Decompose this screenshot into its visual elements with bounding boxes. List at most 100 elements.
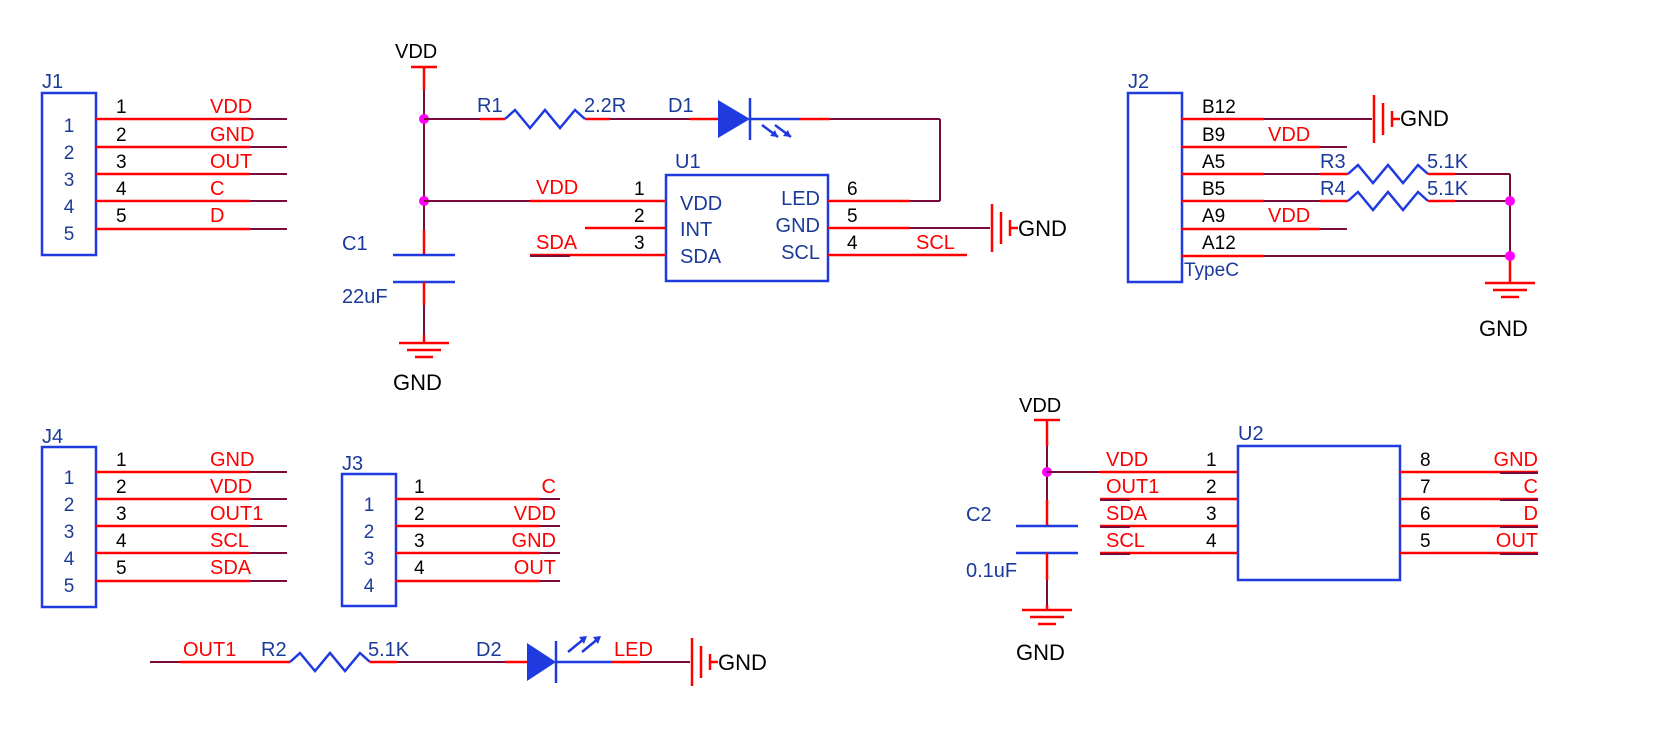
gnd-symbol-j2 (1485, 281, 1535, 299)
r3-ref: R3 (1320, 151, 1346, 173)
d1-ref: D1 (668, 95, 694, 117)
j4-net-5: SDA (210, 557, 252, 579)
r2-body (289, 651, 371, 673)
d2-body (527, 643, 556, 681)
u1-net-scl: SCL (916, 232, 955, 254)
j4-ref: J4 (42, 426, 63, 448)
j1-net-2: GND (210, 124, 254, 146)
u1-net-sda: SDA (536, 232, 578, 254)
j1-pin-3: 3 (116, 152, 127, 173)
j1-inner-5: 5 (64, 224, 75, 245)
j2-pin-b12: B12 (1202, 97, 1236, 118)
u1-pin-5: 5 (847, 206, 858, 227)
j4-pin-2: 2 (116, 477, 127, 498)
j4-inner-3: 3 (64, 522, 75, 543)
j3-pin-4: 4 (414, 558, 425, 579)
u2-net-c: C (1524, 476, 1538, 498)
u1-pin-name-int: INT (680, 219, 712, 241)
j3-ref: J3 (342, 453, 363, 475)
u2-ref: U2 (1238, 423, 1264, 445)
u2-net-out1: OUT1 (1106, 476, 1159, 498)
j1-pin-2: 2 (116, 125, 127, 146)
j2-pin-a5: A5 (1202, 152, 1225, 173)
j1-pin-4: 4 (116, 179, 127, 200)
connector-j4: J4 1 2 3 4 5 1 2 3 4 5 GND VDD OUT1 SCL … (40, 426, 287, 609)
j1-pin-5: 5 (116, 206, 127, 227)
u1-pin-name-scl: SCL (781, 242, 820, 264)
r1-body (504, 108, 586, 130)
connector-j3: J3 1 2 3 4 1 2 3 4 C VDD GND OUT (340, 453, 560, 608)
u1-pin-2: 2 (634, 206, 645, 227)
r2-ref: R2 (261, 639, 287, 661)
u1-pin-1: 1 (634, 179, 645, 200)
c2-value: 0.1uF (966, 560, 1017, 582)
junction-j2-a12 (1505, 251, 1515, 261)
gnd-symbol-c2 (1022, 608, 1072, 626)
r4-body (1347, 190, 1429, 212)
j3-inner-4: 4 (364, 576, 375, 597)
j2-ref: J2 (1128, 71, 1149, 93)
d2-light-arrows (567, 636, 601, 653)
j3-pin-2: 2 (414, 504, 425, 525)
j3-net-3: GND (512, 530, 556, 552)
j2-pin-a9: A9 (1202, 206, 1225, 227)
j4-net-2: VDD (210, 476, 252, 498)
j4-net-3: OUT1 (210, 503, 263, 525)
j1-inner-1: 1 (64, 116, 75, 137)
j4-pin-3: 3 (116, 504, 127, 525)
u1-ref: U1 (675, 151, 701, 173)
gnd-symbol-u1 (990, 204, 1018, 252)
j3-net-4: OUT (514, 557, 556, 579)
u2-pin-3: 3 (1206, 504, 1217, 525)
j4-pin-5: 5 (116, 558, 127, 579)
j3-inner-1: 1 (364, 495, 375, 516)
gnd-label-d2: GND (718, 650, 767, 675)
r1-value: 2.2R (584, 95, 626, 117)
u2-net-vdd: VDD (1106, 449, 1148, 471)
j4-inner-4: 4 (64, 549, 75, 570)
connector-j2: J2 TypeC B12 B9 A5 B5 A9 A12 VDD VDD GND… (1126, 71, 1535, 341)
net-led: LED (614, 639, 653, 661)
gnd-label-c1: GND (393, 370, 442, 395)
u1-net-vdd: VDD (536, 177, 578, 199)
j1-net-1: VDD (210, 96, 252, 118)
led-d1-branch: R1 2.2R D1 (424, 95, 941, 201)
j3-inner-2: 2 (364, 522, 375, 543)
j1-inner-4: 4 (64, 197, 75, 218)
c2-ref: C2 (966, 504, 992, 526)
j3-body (340, 472, 398, 608)
j1-inner-2: 2 (64, 143, 75, 164)
j1-ref: J1 (42, 71, 63, 93)
u2-pin-4: 4 (1206, 531, 1217, 552)
u1-pin-3: 3 (634, 233, 645, 254)
c2-network: VDD GND C2 0.1uF (966, 395, 1078, 665)
j1-net-4: C (210, 178, 224, 200)
gnd-symbol-d2 (690, 638, 718, 686)
d2-ref: D2 (476, 639, 502, 661)
led-d2-branch: OUT1 R2 5.1K D2 LED GND (150, 636, 767, 686)
j4-net-4: SCL (210, 530, 249, 552)
u1-pin-name-sda: SDA (680, 246, 722, 268)
junction-j2-r4 (1505, 196, 1515, 206)
u2-pin-5: 5 (1420, 531, 1431, 552)
j2-pin-b5: B5 (1202, 179, 1225, 200)
j4-net-1: GND (210, 449, 254, 471)
j3-net-1: C (542, 476, 556, 498)
d1-light-arrows (761, 124, 792, 138)
j4-inner-1: 1 (64, 468, 75, 489)
u1-pin-name-gnd: GND (776, 215, 820, 237)
j3-net-2: VDD (514, 503, 556, 525)
ic-u1: U1 GND 1 2 3 6 5 4 VDD (424, 151, 1067, 283)
u2-net-scl: SCL (1106, 530, 1145, 552)
u2-net-d: D (1524, 503, 1538, 525)
j2-net-a9: VDD (1268, 205, 1310, 227)
gnd-label-c2: GND (1016, 640, 1065, 665)
j1-inner-3: 3 (64, 170, 75, 191)
j2-body (1126, 91, 1184, 284)
d1-body (718, 100, 750, 138)
j1-net-5: D (210, 205, 224, 227)
r3-body (1347, 163, 1429, 185)
u1-pin-name-vdd: VDD (680, 193, 722, 215)
j1-net-3: OUT (210, 151, 252, 173)
